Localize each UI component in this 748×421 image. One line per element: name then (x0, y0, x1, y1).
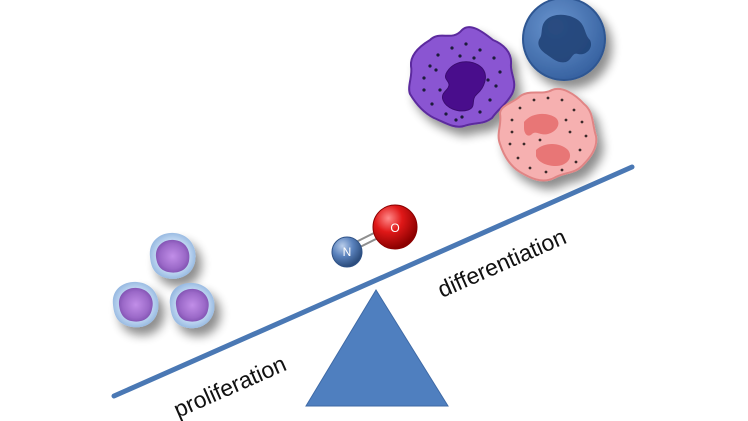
eosinophil-cell (497, 88, 598, 182)
progenitor-cell (149, 232, 196, 279)
oxygen-atom: O (372, 204, 418, 250)
fulcrum-triangle (305, 289, 449, 407)
progenitor-cell (112, 281, 159, 328)
eosinophil-granules (508, 96, 588, 174)
nitrogen-symbol: N (343, 245, 352, 259)
basophil-cell (408, 26, 516, 128)
progenitor-cells (112, 232, 215, 329)
balance-beam (111, 164, 635, 399)
monocyte-cell (522, 0, 606, 81)
differentiation-label: differentiation (434, 223, 570, 302)
basophil-granules (422, 42, 502, 122)
differentiated-cells (408, 0, 606, 182)
progenitor-cell (169, 282, 215, 329)
nitrogen-atom: N (331, 236, 363, 268)
oxygen-symbol: O (390, 221, 399, 235)
nitric-oxide-molecule: N O (331, 204, 418, 268)
